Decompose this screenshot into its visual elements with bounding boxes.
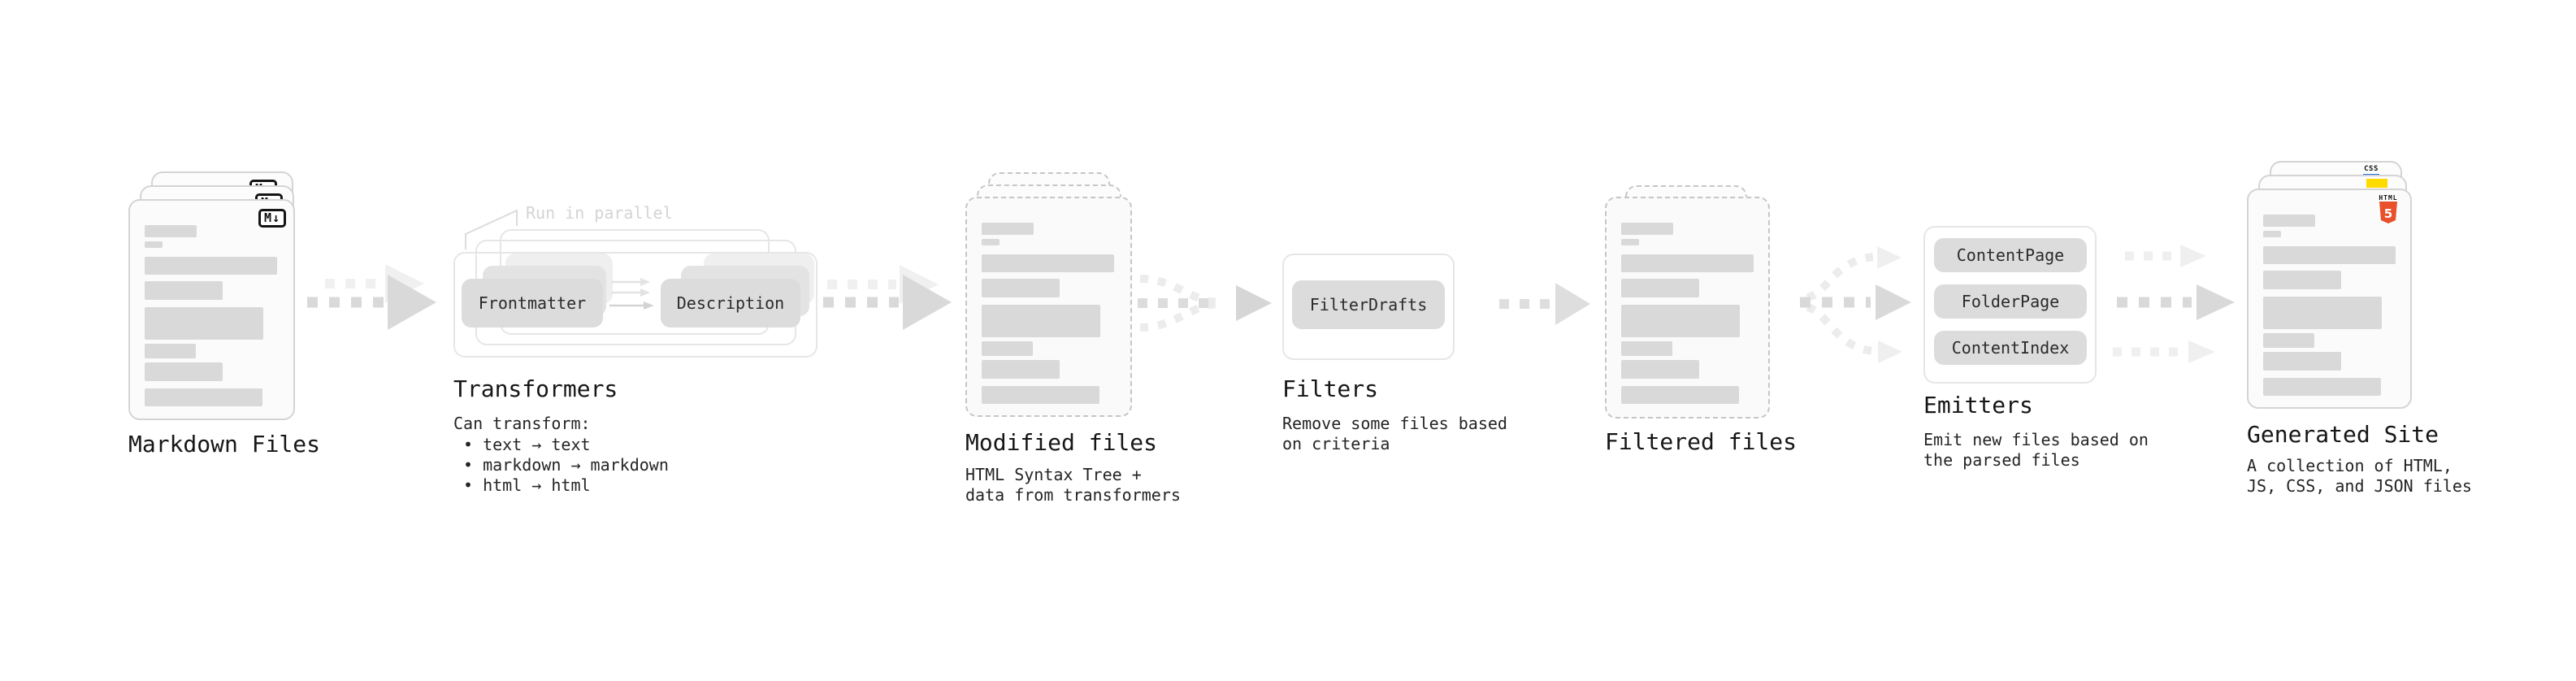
skeleton-bar bbox=[1621, 341, 1672, 356]
transformers-bullet: • text → text bbox=[463, 435, 591, 454]
skeleton-bar bbox=[145, 344, 196, 358]
modified-page-front bbox=[965, 197, 1132, 417]
document-skeleton bbox=[145, 225, 277, 406]
stage-title-transformers: Transformers bbox=[453, 375, 618, 402]
skeleton-bar bbox=[1621, 223, 1673, 235]
filtered-page-front bbox=[1605, 197, 1770, 419]
skeleton-bar bbox=[2263, 231, 2281, 237]
modified-subtitle-line: data from transformers bbox=[965, 485, 1181, 505]
emitter-folderpage: FolderPage bbox=[1934, 284, 2087, 319]
skeleton-bar bbox=[982, 239, 1000, 245]
skeleton-bar bbox=[982, 386, 1099, 404]
modified-subtitle-line: HTML Syntax Tree + bbox=[965, 465, 1142, 484]
skeleton-bar bbox=[1621, 386, 1739, 404]
skeleton-bar bbox=[145, 257, 277, 275]
skeleton-bar bbox=[1621, 279, 1699, 297]
skeleton-bar bbox=[1621, 360, 1699, 379]
stage-title-modified-files: Modified files bbox=[965, 429, 1158, 456]
generated-subtitle-line: A collection of HTML, bbox=[2247, 456, 2452, 475]
html5-icon: HTML 5 bbox=[2378, 194, 2399, 228]
generated-page-html: HTML 5 bbox=[2247, 189, 2412, 409]
flow-arrow-filtered-to-emitters bbox=[1800, 246, 1911, 363]
markdown-icon: M↓ bbox=[258, 209, 286, 228]
skeleton-bar bbox=[145, 388, 262, 406]
skeleton-bar bbox=[982, 341, 1033, 356]
flow-arrow-emitters-to-generated bbox=[2113, 245, 2235, 363]
skeleton-bar bbox=[145, 225, 197, 237]
flow-arrow-markdown-to-transformers bbox=[307, 264, 436, 330]
transformer-frontmatter: Frontmatter bbox=[462, 279, 603, 327]
transformers-bullet: • markdown → markdown bbox=[463, 455, 669, 475]
document-skeleton bbox=[982, 223, 1114, 404]
flow-arrow-modified-to-filters bbox=[1138, 275, 1272, 332]
skeleton-bar bbox=[145, 307, 263, 340]
flow-arrow-filters-to-filtered bbox=[1499, 283, 1590, 325]
markdown-page-front: M↓ bbox=[128, 199, 295, 420]
emitters-subtitle-line: Emit new files based on bbox=[1923, 430, 2149, 449]
stage-title-filters: Filters bbox=[1282, 375, 1379, 402]
skeleton-bar bbox=[145, 281, 223, 300]
skeleton-bar bbox=[145, 362, 223, 381]
transformer-card-front bbox=[453, 252, 817, 358]
document-skeleton bbox=[2263, 215, 2396, 396]
generated-subtitle-line: JS, CSS, and JSON files bbox=[2247, 476, 2472, 496]
skeleton-bar bbox=[145, 241, 163, 248]
skeleton-bar bbox=[2263, 246, 2396, 264]
filters-subtitle-line: on criteria bbox=[1282, 434, 1390, 453]
skeleton-bar bbox=[982, 223, 1034, 235]
emitter-contentindex: ContentIndex bbox=[1934, 331, 2087, 365]
stage-title-markdown-files: Markdown Files bbox=[128, 431, 321, 458]
skeleton-bar bbox=[2263, 271, 2341, 289]
flow-arrow-transformers-to-modified bbox=[823, 265, 952, 330]
skeleton-bar bbox=[2263, 378, 2381, 396]
transformer-description: Description bbox=[661, 279, 800, 327]
skeleton-bar bbox=[2263, 297, 2382, 329]
skeleton-bar bbox=[2263, 215, 2315, 227]
filter-filterdrafts: FilterDrafts bbox=[1292, 280, 1445, 329]
skeleton-bar bbox=[2263, 352, 2341, 371]
skeleton-bar bbox=[982, 360, 1060, 379]
run-in-parallel-label: Run in parallel bbox=[526, 203, 673, 223]
emitters-subtitle-line: the parsed files bbox=[1923, 450, 2080, 470]
parallel-callout-line bbox=[465, 209, 518, 249]
stage-title-emitters: Emitters bbox=[1923, 392, 2033, 419]
document-skeleton bbox=[1621, 223, 1754, 404]
transformers-note-heading: Can transform: bbox=[453, 414, 591, 433]
emitter-contentpage: ContentPage bbox=[1934, 238, 2087, 272]
skeleton-bar bbox=[982, 279, 1060, 297]
skeleton-bar bbox=[1621, 254, 1754, 272]
js-icon bbox=[2366, 179, 2387, 188]
parallel-mini-arrows bbox=[609, 278, 654, 310]
filters-subtitle-line: Remove some files based bbox=[1282, 414, 1507, 433]
stage-title-generated-site: Generated Site bbox=[2247, 421, 2439, 448]
skeleton-bar bbox=[2263, 333, 2314, 348]
skeleton-bar bbox=[982, 305, 1100, 337]
transformers-bullet: • html → html bbox=[463, 475, 591, 495]
skeleton-bar bbox=[1621, 305, 1740, 337]
skeleton-bar bbox=[982, 254, 1114, 272]
skeleton-bar bbox=[1621, 239, 1639, 245]
svg-text:5: 5 bbox=[2384, 206, 2392, 221]
stage-title-filtered-files: Filtered files bbox=[1605, 428, 1798, 455]
